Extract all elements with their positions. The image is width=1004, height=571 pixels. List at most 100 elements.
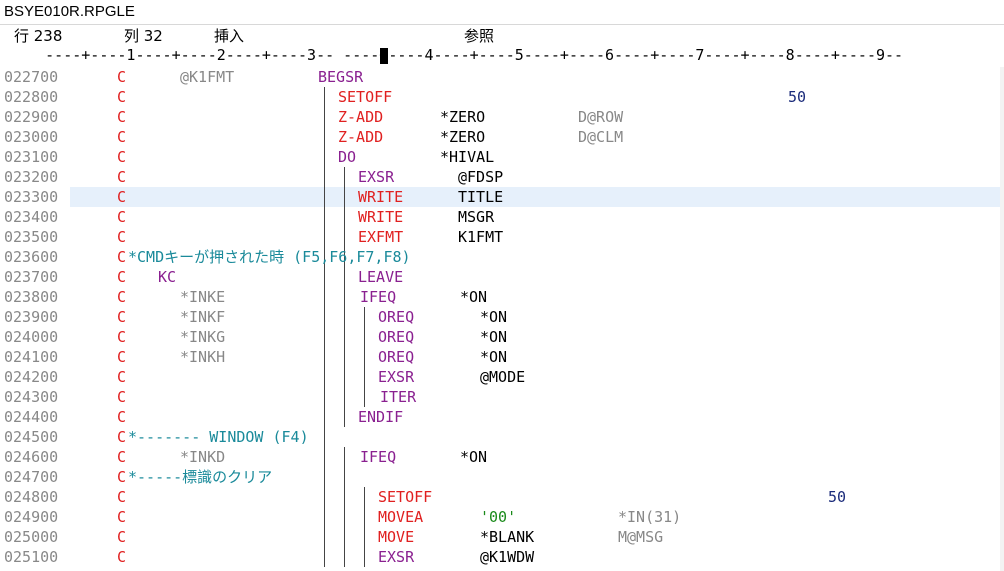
code-token: IFEQ xyxy=(360,288,397,306)
line-number: 024000 xyxy=(4,328,59,346)
spec-type: C xyxy=(117,348,127,366)
line-number: 023900 xyxy=(4,308,59,326)
window-title: BSYE010R.RPGLE xyxy=(4,3,135,20)
nesting-guide xyxy=(324,207,325,227)
code-token: LEAVE xyxy=(358,268,404,286)
nesting-guide xyxy=(344,227,345,247)
spec-type: C xyxy=(117,268,127,286)
nesting-guide xyxy=(344,327,345,347)
line-number: 025000 xyxy=(4,528,59,546)
line-number: 023700 xyxy=(4,268,59,286)
nesting-guide xyxy=(324,267,325,287)
title-bar: BSYE010R.RPGLE xyxy=(0,0,1004,25)
nesting-guide xyxy=(324,467,325,487)
code-token: D@ROW xyxy=(578,108,624,126)
line-number: 023400 xyxy=(4,208,59,226)
spec-type: C xyxy=(117,248,127,266)
status-line: 行 238 xyxy=(14,27,63,45)
code-token: 50 xyxy=(828,488,847,506)
line-number: 023100 xyxy=(4,148,59,166)
code-token: *IN(31) xyxy=(618,508,682,526)
nesting-guide xyxy=(324,407,325,427)
code-token: *HIVAL xyxy=(440,148,495,166)
spec-type: C xyxy=(117,88,127,106)
code-token: IFEQ xyxy=(360,448,397,466)
code-token: @MODE xyxy=(480,368,526,386)
spec-type: C xyxy=(117,368,127,386)
line-number: 024200 xyxy=(4,368,59,386)
nesting-guide xyxy=(324,367,325,387)
line-number: 024400 xyxy=(4,408,59,426)
nesting-guide xyxy=(324,547,325,567)
line-number: 022700 xyxy=(4,68,59,86)
spec-type: C xyxy=(117,508,127,526)
nesting-guide xyxy=(344,167,345,187)
line-number: 024100 xyxy=(4,348,59,366)
nesting-guide xyxy=(344,547,345,567)
code-token: WRITE xyxy=(358,188,404,206)
nesting-guide xyxy=(344,347,345,367)
nesting-guide xyxy=(344,487,345,507)
nesting-guide xyxy=(324,87,325,107)
code-token: *ON xyxy=(480,308,508,326)
vertical-scrollbar[interactable] xyxy=(1000,67,1004,571)
nesting-guide xyxy=(344,307,345,327)
code-token: *ON xyxy=(480,348,508,366)
spec-type: C xyxy=(117,208,127,226)
nesting-guide xyxy=(344,187,345,207)
spec-type: C xyxy=(117,468,127,486)
spec-type: C xyxy=(117,528,127,546)
code-token: *INKH xyxy=(180,348,226,366)
code-token: '00' xyxy=(480,508,517,526)
nesting-guide xyxy=(324,167,325,187)
code-token: 50 xyxy=(788,88,807,106)
code-token: DO xyxy=(338,148,357,166)
line-number: 024700 xyxy=(4,468,59,486)
spec-type: C xyxy=(117,488,127,506)
spec-type: C xyxy=(117,288,127,306)
code-token: OREQ xyxy=(378,328,415,346)
nesting-guide xyxy=(364,487,365,507)
nesting-guide xyxy=(344,367,345,387)
code-token: ITER xyxy=(380,388,417,406)
spec-type: C xyxy=(117,408,127,426)
line-number: 023800 xyxy=(4,288,59,306)
nesting-guide xyxy=(364,347,365,367)
code-token: BEGSR xyxy=(318,68,364,86)
code-token: EXSR xyxy=(358,168,395,186)
code-token: D@CLM xyxy=(578,128,624,146)
nesting-guide xyxy=(344,527,345,547)
line-number: 022900 xyxy=(4,108,59,126)
nesting-guide xyxy=(344,207,345,227)
code-token: MSGR xyxy=(458,208,495,226)
spec-type: C xyxy=(117,68,127,86)
nesting-guide xyxy=(344,387,345,407)
nesting-guide xyxy=(324,287,325,307)
